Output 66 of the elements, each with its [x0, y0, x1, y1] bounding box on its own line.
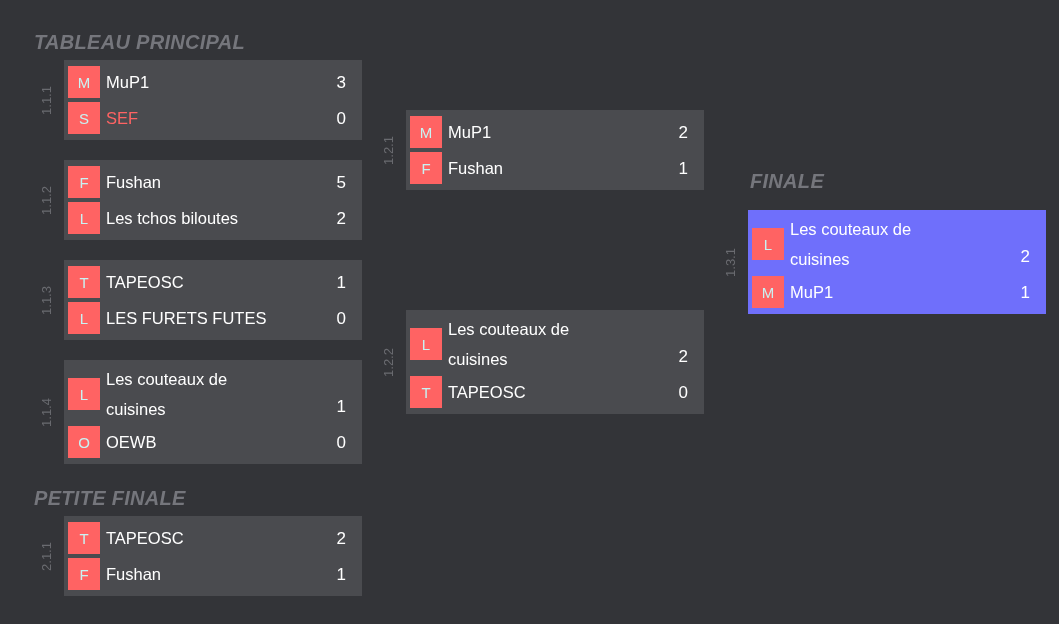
- team-badge: M: [752, 276, 784, 308]
- score-text: 1: [678, 158, 688, 180]
- team-name: MuP1: [106, 72, 151, 93]
- match-card: [406, 310, 704, 414]
- score-text: 2: [1020, 246, 1030, 268]
- team-badge: L: [410, 328, 442, 360]
- score-text: 0: [678, 382, 688, 404]
- team-name: Fushan: [106, 564, 163, 585]
- team-name: Les couteaux de cuisines: [106, 369, 229, 420]
- section-heading: TABLEAU PRINCIPAL: [34, 31, 246, 54]
- team-badge: M: [410, 116, 442, 148]
- score-text: 2: [678, 346, 688, 368]
- team-badge: L: [68, 302, 100, 334]
- team-name: SEF: [106, 108, 140, 129]
- team-name: Les tchos biloutes: [106, 208, 240, 229]
- score-text: 0: [336, 432, 346, 454]
- match-card: [64, 360, 362, 464]
- match-card: [64, 260, 362, 340]
- score-text: 2: [336, 528, 346, 550]
- team-name: Fushan: [106, 172, 163, 193]
- match-number: 1.2.1: [380, 135, 396, 165]
- team-badge: M: [68, 66, 100, 98]
- match-card: [64, 516, 362, 596]
- team-name: Fushan: [448, 158, 505, 179]
- team-badge: O: [68, 426, 100, 458]
- match-card: [406, 110, 704, 190]
- team-badge: T: [410, 376, 442, 408]
- match-number: 1.1.1: [38, 85, 54, 115]
- team-name: TAPEOSC: [106, 272, 185, 293]
- team-badge: F: [410, 152, 442, 184]
- match-card: [748, 210, 1046, 314]
- section-heading: FINALE: [750, 170, 825, 193]
- score-text: 3: [336, 72, 346, 94]
- match-number: 1.1.2: [38, 185, 54, 215]
- score-text: 1: [336, 272, 346, 294]
- team-badge: F: [68, 558, 100, 590]
- team-name: LES FURETS FUTES: [106, 308, 268, 329]
- team-name: Les couteaux de cuisines: [448, 319, 571, 370]
- section-heading: PETITE FINALE: [34, 487, 186, 510]
- match-number: 1.3.1: [722, 247, 738, 277]
- team-badge: T: [68, 522, 100, 554]
- score-text: 5: [336, 172, 346, 194]
- team-badge: L: [752, 228, 784, 260]
- score-text: 1: [336, 564, 346, 586]
- team-badge: T: [68, 266, 100, 298]
- team-name: TAPEOSC: [106, 528, 185, 549]
- score-text: 2: [678, 122, 688, 144]
- match-card: [64, 60, 362, 140]
- score-text: 0: [336, 308, 346, 330]
- team-badge: F: [68, 166, 100, 198]
- score-text: 0: [336, 108, 346, 130]
- match-number: 1.1.3: [38, 285, 54, 315]
- team-name: Les couteaux de cuisines: [790, 219, 913, 270]
- match-number: 1.2.2: [380, 347, 396, 377]
- match-card: [64, 160, 362, 240]
- team-badge: L: [68, 378, 100, 410]
- team-badge: S: [68, 102, 100, 134]
- team-name: OEWB: [106, 432, 158, 453]
- team-name: TAPEOSC: [448, 382, 527, 403]
- score-text: 1: [336, 396, 346, 418]
- score-text: 2: [336, 208, 346, 230]
- team-name: MuP1: [790, 282, 835, 303]
- team-badge: L: [68, 202, 100, 234]
- team-name: MuP1: [448, 122, 493, 143]
- score-text: 1: [1020, 282, 1030, 304]
- match-number: 2.1.1: [38, 541, 54, 571]
